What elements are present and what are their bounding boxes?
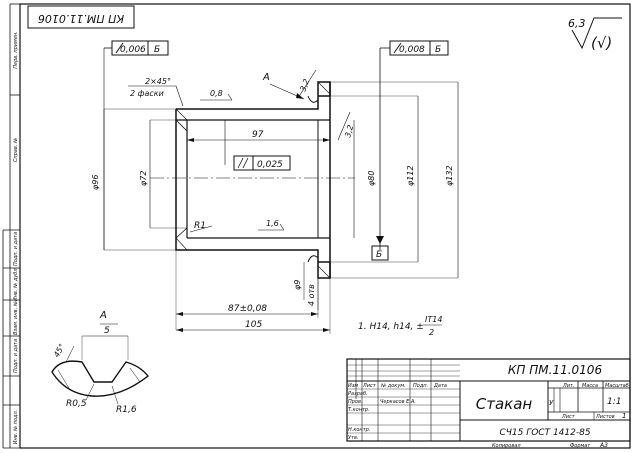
dim-diameters-left: φ96 φ72 xyxy=(91,108,187,251)
base-b-label: Б xyxy=(376,250,382,260)
chamfer-callout: 2×45° 2 фаски xyxy=(128,77,184,107)
dim-87: 87±0,08 xyxy=(175,250,319,330)
tb-col-doc: № докум. xyxy=(380,383,406,389)
side-label-7: Инв. № подл. xyxy=(13,410,19,445)
tb-col-sign: Подп. xyxy=(413,383,428,389)
chamfer-2: 2 фаски xyxy=(130,89,164,98)
view-a-pointer: А xyxy=(262,72,305,100)
view-a-label: А xyxy=(262,72,270,83)
tb-row-nkontr: Н.контр. xyxy=(348,427,370,433)
outer-frame xyxy=(19,3,631,449)
roughness-value: 6,3 xyxy=(568,17,586,30)
detail-r16: R1,6 xyxy=(116,405,137,415)
tb-col-izm: Изм xyxy=(348,383,358,389)
dia-112: φ112 xyxy=(406,165,415,186)
runout-right-value: 0,008 xyxy=(399,45,425,55)
r16-label: 1,6 xyxy=(266,219,279,228)
detail-r05: R0,5 xyxy=(66,399,87,409)
tb-row-tkontr: Т.контр. xyxy=(348,407,370,413)
tb-name: Стакан xyxy=(476,395,533,413)
r32-top-label: 3,2 xyxy=(298,78,311,93)
side-label-6: Подп. и дата xyxy=(13,339,19,373)
tb-scale: Масштаб xyxy=(605,383,629,389)
holes-count: 4 отв xyxy=(307,284,316,306)
tb-row-razrab: Разраб. xyxy=(348,391,368,397)
hole-dia: φ9 xyxy=(293,280,302,290)
technical-note: 1. H14, h14, ± IT14 2 xyxy=(358,315,442,337)
r08-label: 0,8 xyxy=(210,89,223,98)
side-label-5: Взам. инв. № xyxy=(13,301,19,335)
detail-angle: 45° xyxy=(52,342,67,359)
tb-mass: Масса xyxy=(582,383,598,389)
part-section xyxy=(150,81,355,279)
r32-right-label: 3,2 xyxy=(343,124,355,139)
dia-132: φ132 xyxy=(445,165,454,186)
detail-width: 5 xyxy=(104,326,110,336)
dia-80: φ80 xyxy=(367,171,376,186)
runout-left: 0,006 Б xyxy=(103,40,169,250)
detail-a-title: А xyxy=(99,310,107,321)
parallel-tolerance: 0,025 xyxy=(224,120,291,171)
tb-row-prov: Пров. xyxy=(348,399,363,405)
dim-97: 97 xyxy=(187,130,330,142)
tb-author: Черкасов Е.А. xyxy=(380,399,416,405)
tb-code: КП ПМ.11.0106 xyxy=(508,363,603,377)
dim-diameters-right: φ80 φ112 φ132 xyxy=(330,81,459,279)
detail-a: А 5 45° R0,5 R1,6 xyxy=(51,310,149,415)
side-label-3: Подп. и дата xyxy=(13,232,19,266)
note-text: 1. H14, h14, ± xyxy=(358,322,424,332)
tb-format: Формат xyxy=(570,443,591,449)
tb-col-date: Дата xyxy=(433,383,447,389)
dim-87-label: 87±0,08 xyxy=(228,304,267,314)
tb-sheet: Лист xyxy=(561,414,576,420)
note-frac-top: IT14 xyxy=(425,315,442,324)
dim-97-label: 97 xyxy=(252,130,264,140)
runout-right: 0,008 Б Б xyxy=(371,40,449,261)
parallel-value: 0,025 xyxy=(257,160,283,170)
tb-sheets: Листов xyxy=(595,414,615,420)
dim-105-label: 105 xyxy=(245,320,262,330)
side-strip xyxy=(2,3,20,449)
r1-label: R1 xyxy=(194,221,206,231)
roughness-08: 0,8 xyxy=(200,89,233,101)
side-label-4: Инв. № дубл. xyxy=(13,267,19,301)
side-label-2: Справ. № xyxy=(13,138,19,162)
top-code-box xyxy=(27,5,135,29)
side-label-1: Перв. примен. xyxy=(13,31,19,69)
dia-72: φ72 xyxy=(139,171,148,186)
runout-left-value: 0,006 xyxy=(120,45,146,55)
tb-row-utv: Утв. xyxy=(348,435,359,441)
tb-material: СЧ15 ГОСТ 1412-85 xyxy=(499,428,590,438)
dia-96: φ96 xyxy=(91,175,100,190)
runout-left-base: Б xyxy=(154,45,160,55)
chamfer-1: 2×45° xyxy=(145,77,171,86)
top-code: КП ПМ.11.0106 xyxy=(38,12,124,25)
runout-right-base: Б xyxy=(435,45,441,55)
tb-copied: Копировал xyxy=(492,443,521,449)
roughness-bracket: (√) xyxy=(591,34,612,52)
tb-scale-value: 1:1 xyxy=(607,397,621,407)
tb-col-list: Лист xyxy=(362,383,377,389)
note-frac-bottom: 2 xyxy=(429,328,434,337)
tb-sheets-value: 1 xyxy=(622,412,626,420)
dim-105: 105 xyxy=(176,278,331,334)
tb-lit-value: У xyxy=(549,399,554,407)
tb-lit: Лит. xyxy=(562,383,575,389)
tb-format-value: А3 xyxy=(599,442,608,449)
roughness-sign: 6,3 (√) xyxy=(568,17,622,52)
title-block xyxy=(346,358,631,442)
